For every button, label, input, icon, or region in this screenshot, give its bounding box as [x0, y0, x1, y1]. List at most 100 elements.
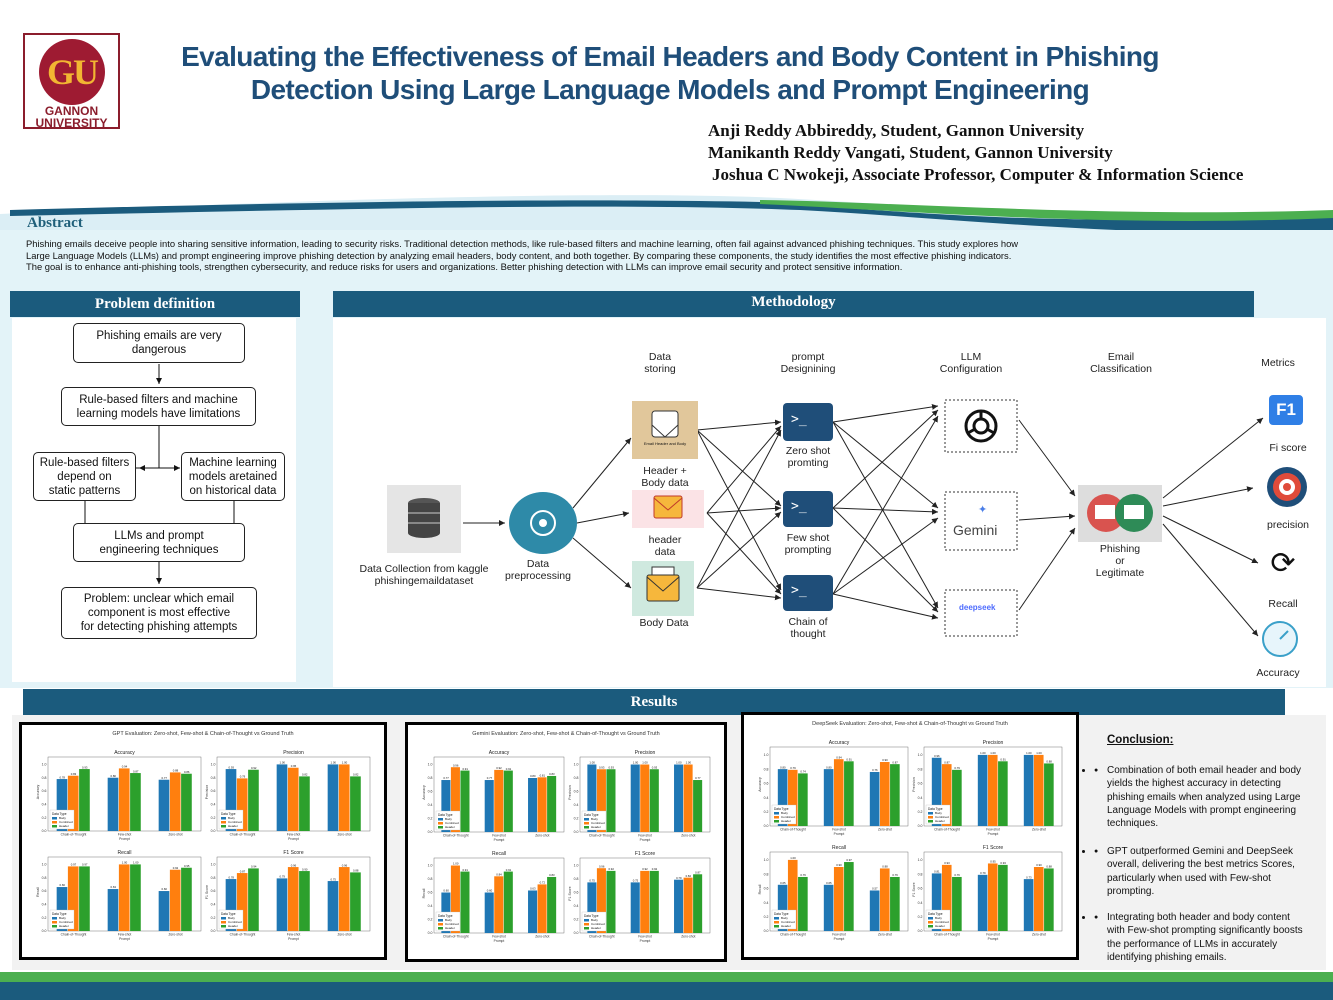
- y-tick-label: 1.0: [918, 753, 923, 757]
- y-tick-label: 0.2: [42, 816, 47, 820]
- y-tick-label: 1.0: [764, 858, 769, 862]
- bar-header: [798, 876, 808, 931]
- bar-combined: [169, 869, 181, 931]
- deepseek-chart-title: DeepSeek Evaluation: Zero-shot, Few-shot…: [812, 721, 1008, 727]
- y-tick-label: 1.0: [764, 753, 769, 757]
- x-tick-label: Zero-shot: [168, 833, 182, 837]
- conclusion-point-1: Combination of both email header and bod…: [1094, 764, 1309, 830]
- bar-body: [528, 778, 538, 832]
- bar-value-label: 0.94: [122, 765, 128, 769]
- bar-combined: [236, 873, 248, 931]
- bar-value-label: 0.87: [240, 869, 246, 873]
- x-tick-label: Chain-of-Thought: [230, 833, 256, 837]
- author-3: Joshua C Nwokeji, Associate Professor, C…: [712, 165, 1244, 184]
- y-tick-label: 0.2: [574, 918, 579, 922]
- x-tick-label: Zero-shot: [337, 933, 351, 937]
- data-node-header: header data: [648, 534, 682, 558]
- bar-value-label: 1.00: [980, 751, 986, 755]
- legend-swatch: [221, 921, 226, 924]
- bar-value-label: 0.92: [608, 867, 614, 871]
- y-tick-label: 0.8: [428, 877, 433, 881]
- bar-value-label: 0.96: [934, 754, 940, 758]
- bar-value-label: 1.00: [686, 761, 692, 765]
- bar-value-label: 0.82: [686, 874, 692, 878]
- legend-title: Data Type: [928, 807, 943, 811]
- bar-combined: [169, 772, 181, 831]
- bar-body: [977, 754, 988, 826]
- bar-header: [503, 871, 513, 933]
- legend-entry: Combined: [228, 820, 242, 824]
- y-tick-label: 0.6: [574, 891, 579, 895]
- bar-combined: [287, 867, 299, 931]
- legend-entry: Combined: [59, 820, 73, 824]
- problem-box-llm: LLMs and prompt engineering techniques: [73, 523, 245, 562]
- bar-value-label: 0.96: [342, 863, 348, 867]
- bar-body: [869, 771, 880, 826]
- subplot-precision: Precision0.00.20.40.60.81.0Precision0.93…: [205, 750, 371, 841]
- y-tick-label: 0.4: [211, 903, 216, 907]
- y-tick-label: 1.0: [918, 858, 923, 862]
- y-axis-label: Precision: [912, 777, 916, 791]
- x-tick-label: Few-shot: [287, 833, 301, 837]
- bar-combined: [640, 870, 650, 933]
- bar-value-label: 1.00: [342, 761, 348, 765]
- legend-swatch: [438, 822, 443, 825]
- bar-value-label: 0.90: [882, 758, 888, 762]
- bar-body: [823, 884, 834, 931]
- bar-value-label: 0.90: [302, 867, 308, 871]
- deepseek-chart-panel: DeepSeek Evaluation: Zero-shot, Few-shot…: [741, 712, 1079, 960]
- y-axis-label: Precision: [205, 785, 209, 799]
- legend-swatch: [52, 921, 57, 924]
- bar-body: [1023, 879, 1034, 931]
- bar-body: [441, 780, 451, 832]
- x-axis-label: Prompt: [288, 837, 299, 841]
- legend-frame: [435, 810, 461, 831]
- bar-value-label: 0.82: [353, 773, 359, 777]
- bar-value-label: 0.84: [496, 873, 502, 877]
- legend-swatch: [221, 917, 226, 920]
- legend-entry: Header: [591, 825, 601, 829]
- conclusion-point-2: GPT outperformed Gemini and DeepSeek ove…: [1094, 845, 1309, 898]
- openai-logo-icon: [953, 402, 1009, 450]
- legend-swatch: [774, 812, 779, 815]
- bar-header: [952, 876, 962, 931]
- bar-value-label: 0.95: [990, 860, 996, 864]
- gauge-icon: [1260, 619, 1300, 659]
- bar-header: [460, 871, 470, 933]
- y-tick-label: 0.0: [42, 829, 47, 833]
- y-tick-label: 0.8: [574, 877, 579, 881]
- legend-swatch: [52, 817, 57, 820]
- conclusion-heading: Conclusion:: [1107, 734, 1174, 746]
- bar-combined: [67, 775, 79, 831]
- header-envelope-icon: [632, 490, 704, 528]
- bar-value-label: 0.88: [353, 869, 359, 873]
- y-tick-label: 0.4: [428, 904, 433, 908]
- y-axis-label: Accuracy: [422, 785, 426, 800]
- y-tick-label: 0.8: [918, 767, 923, 771]
- y-tick-label: 0.4: [428, 803, 433, 807]
- bar-value-label: 0.78: [60, 775, 66, 779]
- prompt-few-shot: Few shot prompting: [784, 532, 832, 556]
- bar-value-label: 1.00: [331, 761, 337, 765]
- bar-header: [547, 876, 557, 933]
- y-tick-label: 0.0: [211, 929, 216, 933]
- gpt-chart-panel: GPT Evaluation: Zero-shot, Few-shot & Ch…: [19, 722, 387, 960]
- legend-entry: Body: [445, 918, 452, 922]
- y-tick-label: 0.0: [918, 824, 923, 828]
- bar-header: [649, 769, 659, 832]
- legend-entry: Body: [781, 916, 788, 920]
- legend-entry: Body: [591, 918, 598, 922]
- bar-combined: [236, 778, 248, 831]
- bar-header: [248, 769, 259, 831]
- bar-value-label: 0.79: [790, 766, 796, 770]
- legend-swatch: [928, 812, 933, 815]
- y-tick-label: 0.8: [42, 876, 47, 880]
- gpt-chart-title: GPT Evaluation: Zero-shot, Few-shot & Ch…: [112, 731, 294, 737]
- problem-flowchart: Phishing emails are very dangerous Rule-…: [12, 318, 296, 682]
- bar-value-label: 0.95: [184, 864, 190, 868]
- legend-entry: Combined: [781, 815, 795, 819]
- y-tick-label: 1.0: [428, 864, 433, 868]
